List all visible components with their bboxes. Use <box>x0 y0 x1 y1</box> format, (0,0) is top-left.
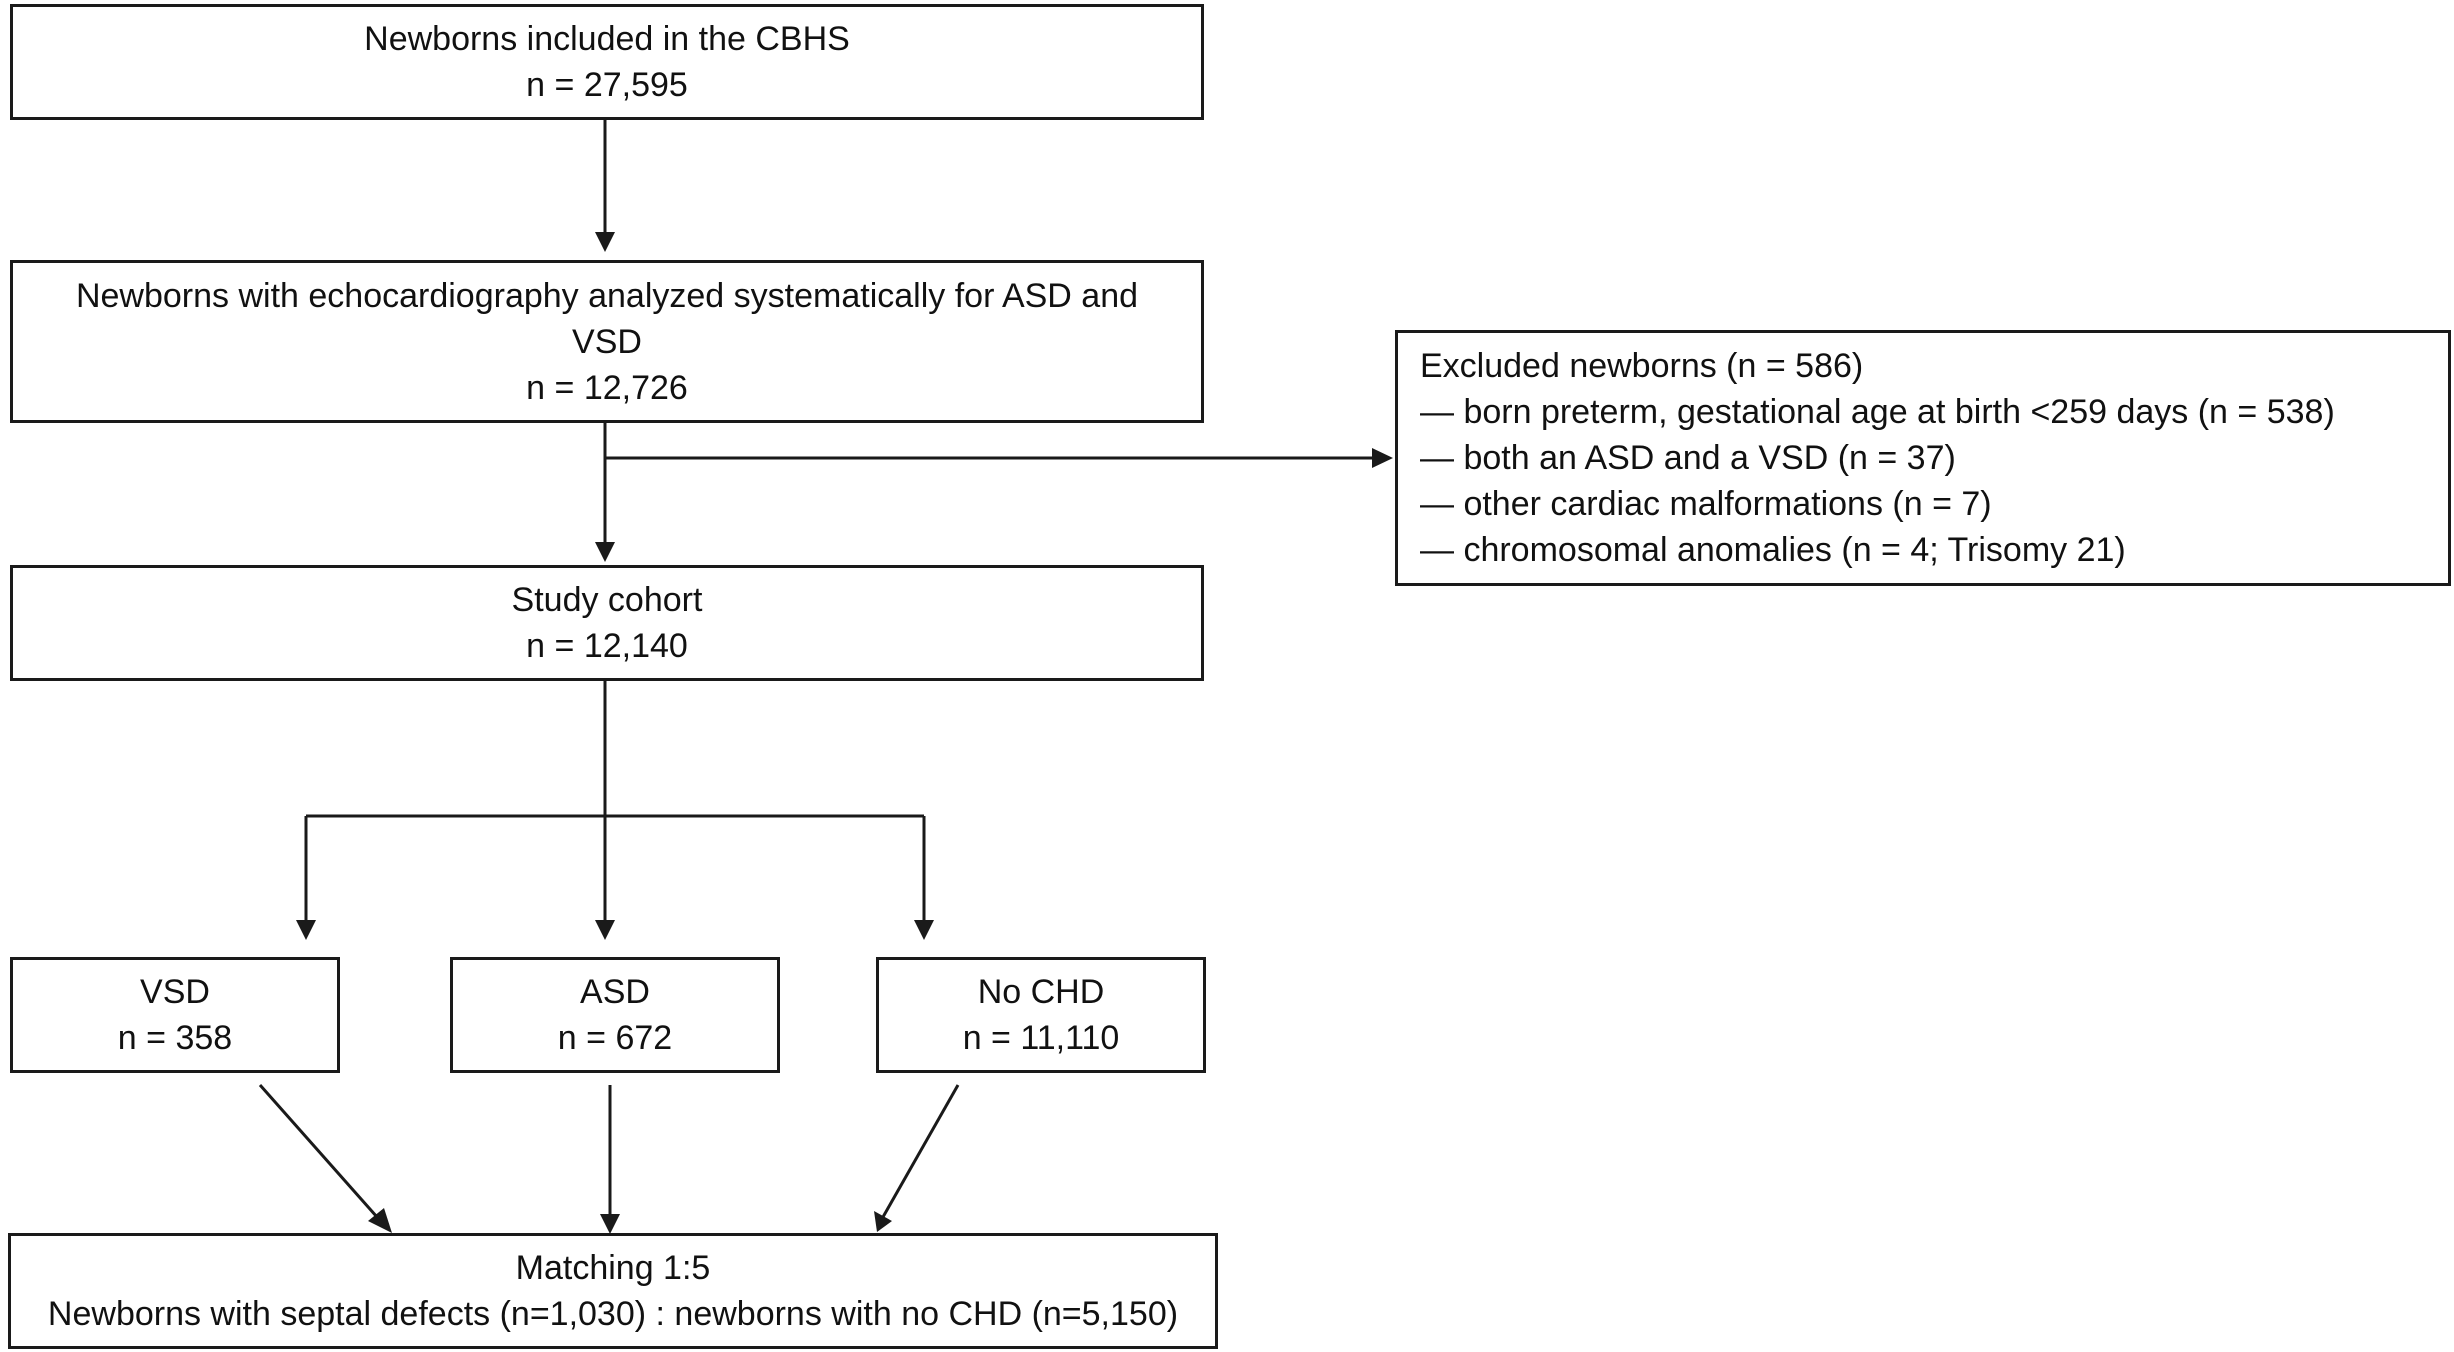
box-group-asd: ASD n = 672 <box>450 957 780 1073</box>
arrowhead-excluded <box>1372 448 1393 468</box>
arrow-nochd-to-matching <box>881 1084 960 1218</box>
box-excluded-newborns: Excluded newborns (n = 586) — born prete… <box>1395 330 2451 586</box>
arrowhead-nochd <box>914 920 934 940</box>
arrowhead-vsd <box>296 920 316 940</box>
cohort-title: Study cohort <box>511 581 703 619</box>
matching-title: Matching 1:5 <box>515 1249 711 1287</box>
arrowhead-matching-vsd <box>368 1208 392 1233</box>
arrowhead-matching-asd <box>600 1214 620 1234</box>
connector-lines <box>258 120 1373 1218</box>
arrowhead-echo <box>595 232 615 252</box>
nochd-title: No CHD <box>977 973 1105 1011</box>
arrowhead-matching-nochd <box>874 1211 892 1232</box>
nochd-count: n = 11,110 <box>962 1019 1120 1057</box>
box-group-vsd: VSD n = 358 <box>10 957 340 1073</box>
arrowheads <box>296 232 1393 1234</box>
box-newborns-included: Newborns included in the CBHS n = 27,595 <box>10 4 1204 120</box>
excluded-reason-preterm: — born preterm, gestational age at birth… <box>1420 393 2335 431</box>
box-matching: Matching 1:5 Newborns with septal defect… <box>8 1233 1218 1349</box>
arrow-vsd-to-matching <box>258 1084 379 1218</box>
included-count: n = 27,595 <box>526 66 688 104</box>
excluded-reason-asd-vsd: — both an ASD and a VSD (n = 37) <box>1420 439 1956 477</box>
matching-detail: Newborns with septal defects (n=1,030) :… <box>47 1295 1179 1333</box>
echo-count: n = 12,726 <box>526 368 688 407</box>
excluded-reason-chromosomal: — chromosomal anomalies (n = 4; Trisomy … <box>1420 531 2126 569</box>
vsd-count: n = 358 <box>117 1019 233 1057</box>
arrowhead-cohort <box>595 542 615 562</box>
excluded-reason-cardiac: — other cardiac malformations (n = 7) <box>1420 485 1992 523</box>
excluded-title: Excluded newborns (n = 586) <box>1420 347 1864 385</box>
box-study-cohort: Study cohort n = 12,140 <box>10 565 1204 681</box>
asd-count: n = 672 <box>557 1019 673 1057</box>
asd-title: ASD <box>580 973 650 1011</box>
included-title: Newborns included in the CBHS <box>364 20 850 58</box>
echo-title: Newborns with echocardiography analyzed … <box>75 276 1139 361</box>
cohort-count: n = 12,140 <box>526 627 688 665</box>
box-echocardiography: Newborns with echocardiography analyzed … <box>10 260 1204 423</box>
box-group-no-chd: No CHD n = 11,110 <box>876 957 1206 1073</box>
arrowhead-asd <box>595 920 615 940</box>
vsd-title: VSD <box>140 973 210 1011</box>
